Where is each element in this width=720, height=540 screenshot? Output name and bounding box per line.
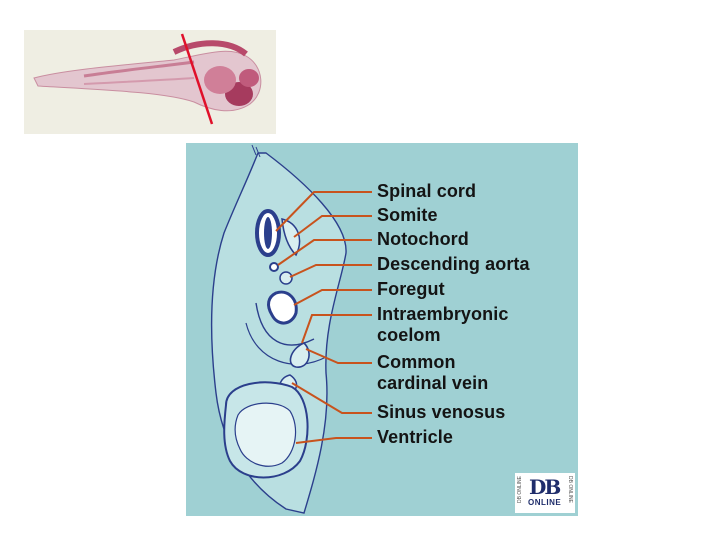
leader-notochord xyxy=(277,239,372,266)
leader-foregut xyxy=(293,289,372,306)
db-online-logo: DB ONLINE DB ONLINE DB ONLINE xyxy=(515,473,575,513)
leader-lines xyxy=(275,191,372,444)
label-spinal-cord: Spinal cord xyxy=(377,181,477,201)
label-coelom: coelom xyxy=(377,325,441,345)
label-somite: Somite xyxy=(377,205,438,225)
leader-somite xyxy=(293,215,372,238)
section-micrograph: Spinal cord Somite Notochord Descending … xyxy=(186,143,578,516)
label-intraembryonic: Intraembryonic xyxy=(377,304,509,324)
label-sinus-venosus: Sinus venosus xyxy=(377,402,506,422)
leader-ventricle xyxy=(295,437,372,444)
leader-spinal-cord xyxy=(275,191,372,232)
section-tissue-drawing xyxy=(210,144,347,514)
logo-sub-text: ONLINE xyxy=(528,498,562,507)
logo-main-text: DB xyxy=(529,475,561,499)
leader-coelom xyxy=(301,314,372,344)
label-common: Common xyxy=(377,352,456,372)
label-notochord: Notochord xyxy=(377,229,469,249)
whole-embryo-image xyxy=(24,30,276,134)
label-ventricle: Ventricle xyxy=(377,427,453,447)
leader-sinus-venosus xyxy=(291,382,372,414)
label-foregut: Foregut xyxy=(377,279,445,299)
leader-cardinal-vein xyxy=(305,348,372,364)
logo-side-text-right: DB ONLINE xyxy=(567,476,573,503)
whole-embryo-drawing xyxy=(24,30,276,134)
label-descending-aorta: Descending aorta xyxy=(377,254,530,274)
leader-descending-aorta xyxy=(289,264,372,278)
logo-side-text-left: DB ONLINE xyxy=(517,476,523,503)
label-cardinal-vein: cardinal vein xyxy=(377,373,489,393)
